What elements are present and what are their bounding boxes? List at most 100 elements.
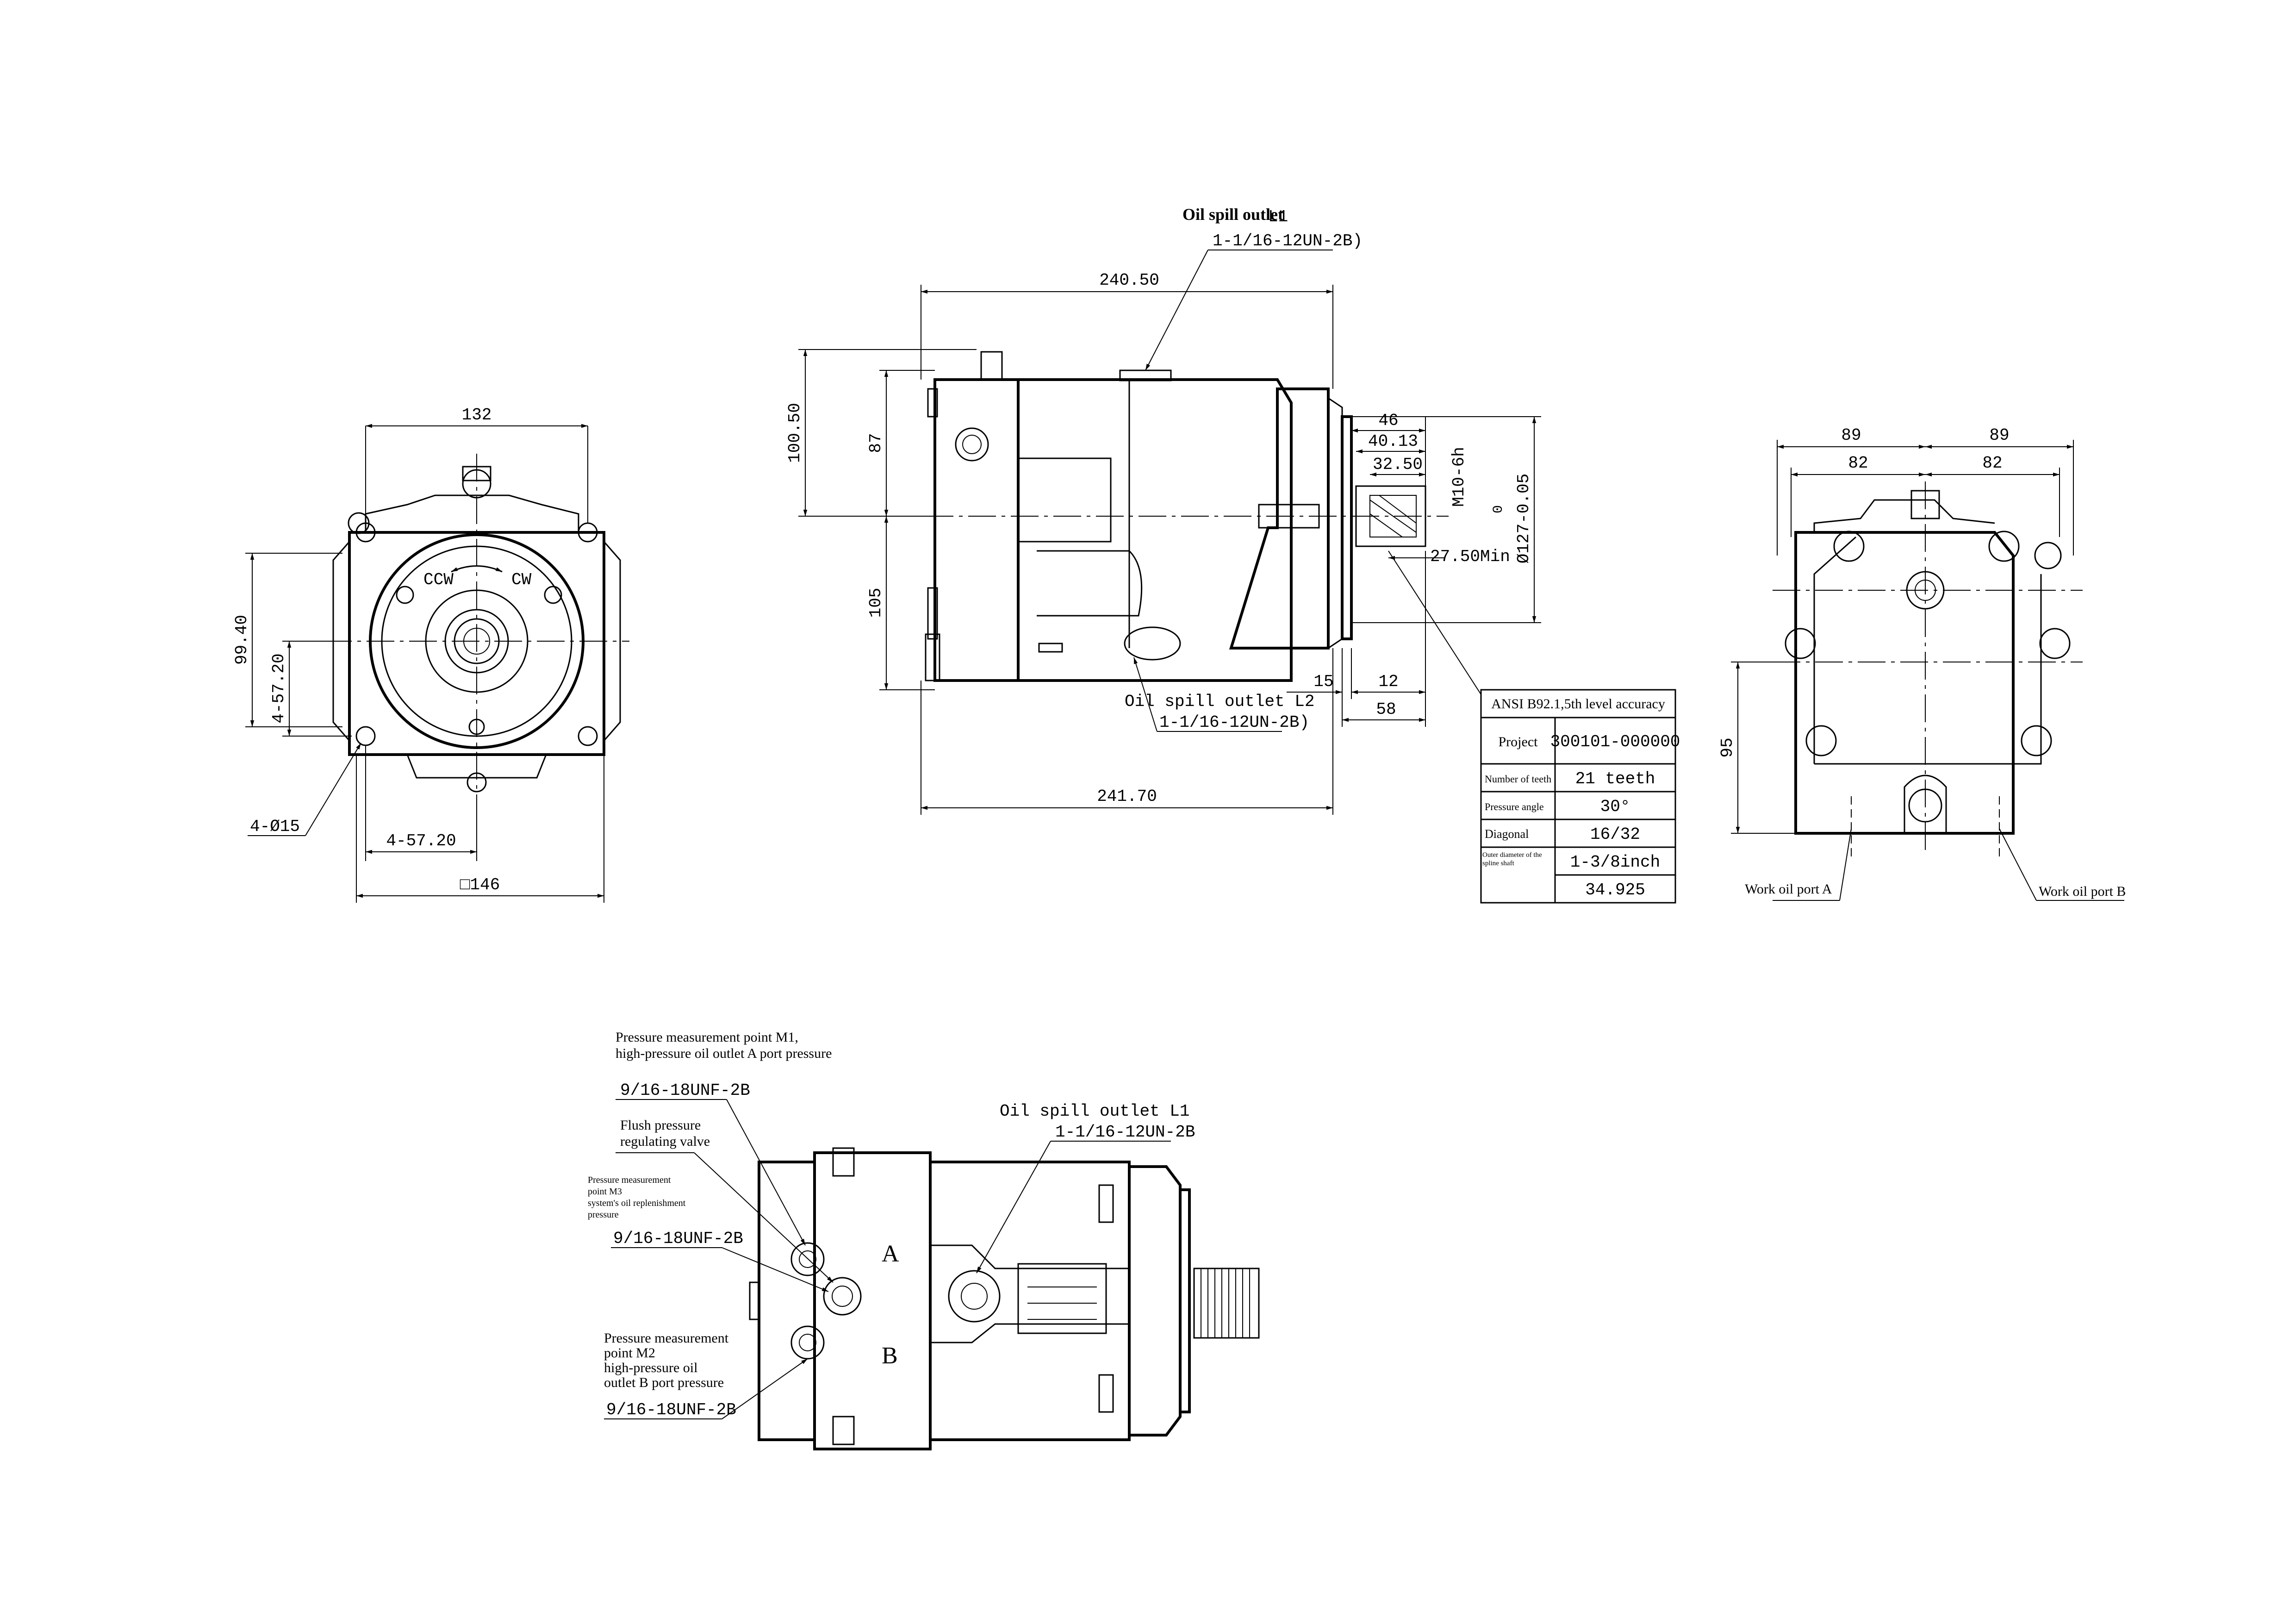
side-end-foot <box>925 633 940 681</box>
cw-label: CW <box>511 570 532 589</box>
port-a-label: A <box>882 1241 899 1267</box>
flange-hole-2 <box>544 586 562 604</box>
table-header: ANSI B92.1,5th level accuracy <box>1491 696 1665 712</box>
top-side-stud-2 <box>1098 1374 1114 1413</box>
top-l1-boss <box>948 1270 1001 1323</box>
dim-15: 15 <box>1313 672 1333 691</box>
table-cell-value: 34.925 <box>1585 881 1645 899</box>
top-rear-cover <box>758 1161 816 1441</box>
dim-tolerance-0: 0 <box>1491 505 1506 513</box>
mount-hole-bl <box>355 726 376 746</box>
label-work-oil-port-a: Work oil port A <box>1745 881 1832 897</box>
front-right-lobe <box>603 541 621 741</box>
table-cell-value: 21 teeth <box>1575 769 1655 788</box>
front-view: CCW CW 132 99.40 4-57.20 4-57.20 4-Ø15 □… <box>232 406 629 903</box>
callout-m1-line2: high-pressure oil outlet A port pressure <box>616 1046 832 1061</box>
callout-l1-title: Oil spill outlet <box>1182 205 1283 224</box>
top-body-profile <box>930 1244 1129 1343</box>
rear-inner-profile <box>1813 536 2042 765</box>
side-port-plug <box>955 427 989 462</box>
spline-table: ANSI B92.1,5th level accuracy Project 30… <box>1480 689 1680 904</box>
ccw-label: CCW <box>423 570 454 589</box>
callout-m3-line4: pressure <box>588 1210 619 1220</box>
rear-bolt-br <box>2021 725 2052 756</box>
callout-m1-thread: 9/16-18UNF-2B <box>620 1081 750 1100</box>
dim-4-57-20-horizontal: 4-57.20 <box>386 831 456 850</box>
port-b-label: B <box>882 1343 898 1369</box>
callout-l1-code: L1 <box>1268 207 1288 226</box>
side-l2-boss <box>1124 626 1181 661</box>
side-main-body <box>1018 378 1293 682</box>
dim-27-50-min: 27.50Min <box>1430 547 1510 566</box>
top-spline-shaft <box>1193 1268 1260 1339</box>
table-cell-value: 300101-000000 <box>1550 732 1680 751</box>
table-cell-value: 30° <box>1600 797 1630 816</box>
callout-m1-line1: Pressure measurement point M1, <box>616 1030 798 1045</box>
dim-105: 105 <box>866 588 885 618</box>
table-cell-label: Diagonal <box>1485 827 1529 841</box>
side-top-plug <box>980 351 1003 381</box>
dim-58: 58 <box>1376 700 1396 719</box>
dim-89-right: 89 <box>1989 426 2009 445</box>
dim-241-70: 241.70 <box>1097 787 1157 806</box>
dim-4-57-20-vertical: 4-57.20 <box>269 653 288 723</box>
rear-bottom-port <box>1904 775 1947 833</box>
dim-89-left: 89 <box>1841 426 1861 445</box>
port-m1 <box>790 1242 825 1276</box>
dim-m10-6h: M10-6h <box>1450 447 1468 507</box>
port-flush-valve <box>823 1277 862 1316</box>
side-end-lug-top <box>927 388 938 418</box>
callout-top-l1-title: Oil spill outlet L1 <box>1000 1102 1189 1121</box>
rear-view: 89 89 82 82 95 Work oil port A Work oil … <box>1718 426 2126 901</box>
side-front-step <box>1328 397 1343 649</box>
callout-m3-line1: Pressure measurement <box>588 1175 671 1185</box>
top-nameplate <box>1017 1263 1107 1334</box>
dim-82-left: 82 <box>1848 454 1868 473</box>
top-flange <box>1179 1188 1191 1413</box>
table-cell-value: 16/32 <box>1590 825 1640 844</box>
dim-240-50: 240.50 <box>1099 271 1159 290</box>
top-view: A B Pressure measurement point M1, high-… <box>588 1030 1260 1450</box>
callout-l2-title: Oil spill outlet L2 <box>1125 692 1314 711</box>
rear-lug <box>2034 542 2062 569</box>
flange-hole-1 <box>396 586 414 604</box>
top-valve-cap-1 <box>832 1147 855 1177</box>
callout-m3-line3: system's oil replenishment <box>588 1198 686 1208</box>
dim-dia-127: Ø127-0.05 <box>1514 474 1533 563</box>
dim-82-right: 82 <box>1982 454 2002 473</box>
side-view: 240.50 241.70 100.50 87 105 46 40.13 32.… <box>785 205 1541 815</box>
callout-m3-thread: 9/16-18UNF-2B <box>613 1229 743 1248</box>
table-cell-label: Number of teeth <box>1485 773 1551 785</box>
callout-m2-line1: Pressure measurement <box>604 1330 729 1346</box>
port-m2 <box>790 1325 825 1360</box>
mount-hole-br <box>578 726 598 746</box>
dim-100-50: 100.50 <box>785 403 804 463</box>
callout-flush-line1: Flush pressure <box>620 1118 701 1133</box>
callout-m3-line2: point M3 <box>588 1187 622 1197</box>
dim-95: 95 <box>1718 737 1737 757</box>
rear-top <box>1813 499 1995 532</box>
side-body-bulge <box>1037 550 1143 617</box>
callout-l2-thread: 1-1/16-12UN-2B) <box>1159 713 1309 732</box>
dim-square-146: □146 <box>460 875 500 894</box>
side-end-cover <box>933 378 1020 682</box>
dim-32-50: 32.50 <box>1373 455 1423 474</box>
rear-housing <box>1794 531 2015 835</box>
dim-4-dia-15: 4-Ø15 <box>250 817 300 836</box>
top-main-body <box>930 1161 1131 1441</box>
side-nameplate <box>1038 643 1063 653</box>
side-bearing-cap <box>1258 504 1320 529</box>
rear-bolt-tr <box>1988 531 2020 562</box>
callout-top-l1-thread: 1-1/16-12UN-2B <box>1055 1123 1195 1142</box>
rotation-arrow <box>451 565 503 573</box>
dim-87: 87 <box>866 433 885 453</box>
rear-bolt-bl <box>1805 725 1837 756</box>
dim-46: 46 <box>1378 411 1398 430</box>
side-flange <box>1341 415 1353 640</box>
rear-bolt-mr <box>2039 628 2071 659</box>
side-bearing-housing <box>1229 387 1330 650</box>
rear-bolt-ml <box>1785 628 1816 659</box>
table-cell-label: Pressure angle <box>1485 801 1544 812</box>
front-top-boss <box>365 494 579 532</box>
dim-99-40: 99.40 <box>232 615 251 665</box>
